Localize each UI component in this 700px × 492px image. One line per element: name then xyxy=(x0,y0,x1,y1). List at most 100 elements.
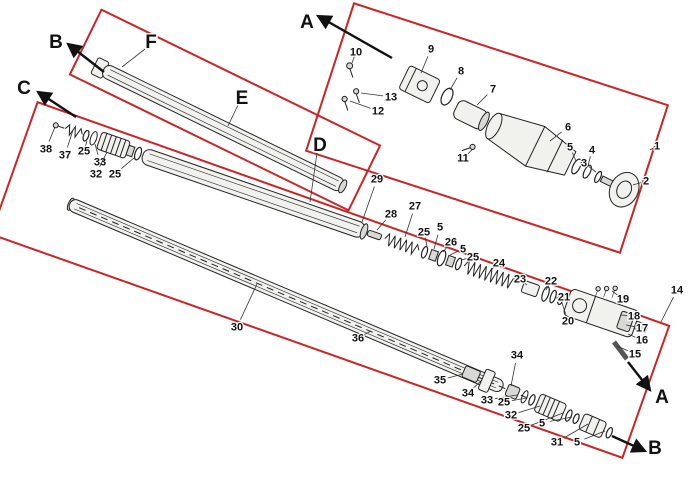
callout-25-44: 25 xyxy=(498,397,510,409)
callout-25-15: 25 xyxy=(78,146,90,158)
callout-leader-27-21 xyxy=(404,213,413,238)
callout-30-38: 30 xyxy=(231,322,243,334)
direction-arrow-C-left xyxy=(36,90,77,119)
bolt-13-shank xyxy=(355,93,360,104)
callout-leader-18-33 xyxy=(620,314,629,316)
gear-housing-assembly xyxy=(341,62,640,208)
callout-11-6: 11 xyxy=(457,153,469,165)
callout-5-47: 5 xyxy=(539,418,545,430)
coupler-32-ridge xyxy=(537,395,547,414)
callout-leader-20-31 xyxy=(561,302,566,314)
callout-leader-38-13 xyxy=(48,126,56,142)
callout-19-32: 19 xyxy=(617,294,629,306)
callout-37-14: 37 xyxy=(59,150,71,162)
callout-leader-5-25 xyxy=(449,251,458,256)
section-label-F-tube: F xyxy=(145,32,157,53)
callout-leader-9-3 xyxy=(420,56,429,74)
callout-leader-5-23 xyxy=(433,234,439,250)
bevel-output-shaft xyxy=(612,340,629,361)
callout-leader-21-30 xyxy=(555,297,561,299)
washer-3 xyxy=(594,170,603,184)
callout-leader-3-10 xyxy=(588,166,597,173)
spring-37 xyxy=(64,123,83,139)
callout-32-17: 32 xyxy=(90,169,102,181)
callout-leader-17-34 xyxy=(625,324,636,328)
callout-leader-5-49 xyxy=(584,430,606,440)
direction-arrow-A-bottom xyxy=(627,361,652,392)
callout-leader-37-14 xyxy=(67,129,74,148)
callout-33-43: 33 xyxy=(481,395,493,407)
callout-leader-34-42 xyxy=(473,379,483,389)
callout-leader-31-48 xyxy=(563,423,589,439)
callout-leader-32-17 xyxy=(99,151,108,167)
bolt-11-shank xyxy=(461,147,471,152)
output-stub-17 xyxy=(633,320,649,334)
frame-upper-tube-section xyxy=(68,8,382,212)
callout-34-41: 34 xyxy=(511,350,524,362)
callout-leader-24-27 xyxy=(491,265,497,270)
ferrule-35 xyxy=(461,365,481,383)
callout-16-35: 16 xyxy=(636,335,648,347)
bracket-9 xyxy=(399,65,441,104)
washer-25 xyxy=(528,394,536,406)
washer-5 xyxy=(605,426,614,439)
nut-5 xyxy=(444,254,457,268)
boom-tube-end xyxy=(338,179,348,194)
drive-tube-detail2 xyxy=(147,160,358,234)
callout-leader-11-6 xyxy=(466,149,473,156)
callout-1-12: 1 xyxy=(654,141,660,153)
coupler-32-ridge xyxy=(110,136,117,154)
callout-34-42: 34 xyxy=(462,388,475,400)
callout-leader-22-29 xyxy=(545,284,550,291)
coupler-32-nub xyxy=(125,144,136,158)
callout-leader-23-28 xyxy=(522,281,528,286)
screw-19-shank xyxy=(595,290,598,297)
clamp-34 xyxy=(478,368,496,393)
clutch-housing-6-detail2 xyxy=(546,139,564,173)
screw-38-shank xyxy=(57,125,65,129)
callout-8-4: 8 xyxy=(458,66,464,78)
coupler-32-lower xyxy=(534,393,567,422)
section-leader-F-tube xyxy=(121,48,146,68)
callout-leader-34-41 xyxy=(510,362,516,387)
cap-2-inner xyxy=(616,180,633,199)
callout-18-33: 18 xyxy=(628,311,640,323)
bolt-13 xyxy=(353,88,360,95)
callout-14-37: 14 xyxy=(671,285,684,297)
callout-21-30: 21 xyxy=(558,292,570,304)
callout-29-19: 29 xyxy=(371,174,383,186)
washer-25 xyxy=(454,257,463,271)
callout-25-22: 25 xyxy=(418,227,430,239)
gear-head-hole xyxy=(572,298,588,314)
gear-head-clamp-16 xyxy=(616,310,635,333)
callout-24-27: 24 xyxy=(493,258,506,270)
gear-head-seam xyxy=(585,296,596,323)
callout-leader-15-36 xyxy=(616,345,628,352)
washer-25 xyxy=(133,146,143,161)
drive-tube-end xyxy=(359,223,369,240)
callout-leader-8-4 xyxy=(449,77,458,91)
bolt-12 xyxy=(341,95,348,103)
callout-23-28: 23 xyxy=(514,274,526,286)
callout-leader-36-39 xyxy=(363,330,372,336)
cap-2 xyxy=(608,171,640,208)
direction-arrow-A-top xyxy=(315,14,393,60)
section-leader-E-tube xyxy=(227,104,239,127)
callout-leader-6-7 xyxy=(549,131,562,142)
washer-25 xyxy=(420,245,429,259)
callout-6-7: 6 xyxy=(565,122,571,134)
screw-10-shank xyxy=(349,67,354,78)
callout-leader-5-8 xyxy=(572,152,577,162)
callout-5-49: 5 xyxy=(574,437,580,449)
section-label-A-bottom: A xyxy=(655,387,669,408)
lower-shaft-assembly xyxy=(66,197,614,439)
boom-tube-detail2 xyxy=(107,74,337,187)
callout-25-46: 25 xyxy=(518,423,530,435)
callout-17-34: 17 xyxy=(636,323,648,335)
callout-5-23: 5 xyxy=(437,222,443,234)
section-label-E-tube: E xyxy=(236,88,249,109)
callout-leader-25-26 xyxy=(460,257,469,261)
